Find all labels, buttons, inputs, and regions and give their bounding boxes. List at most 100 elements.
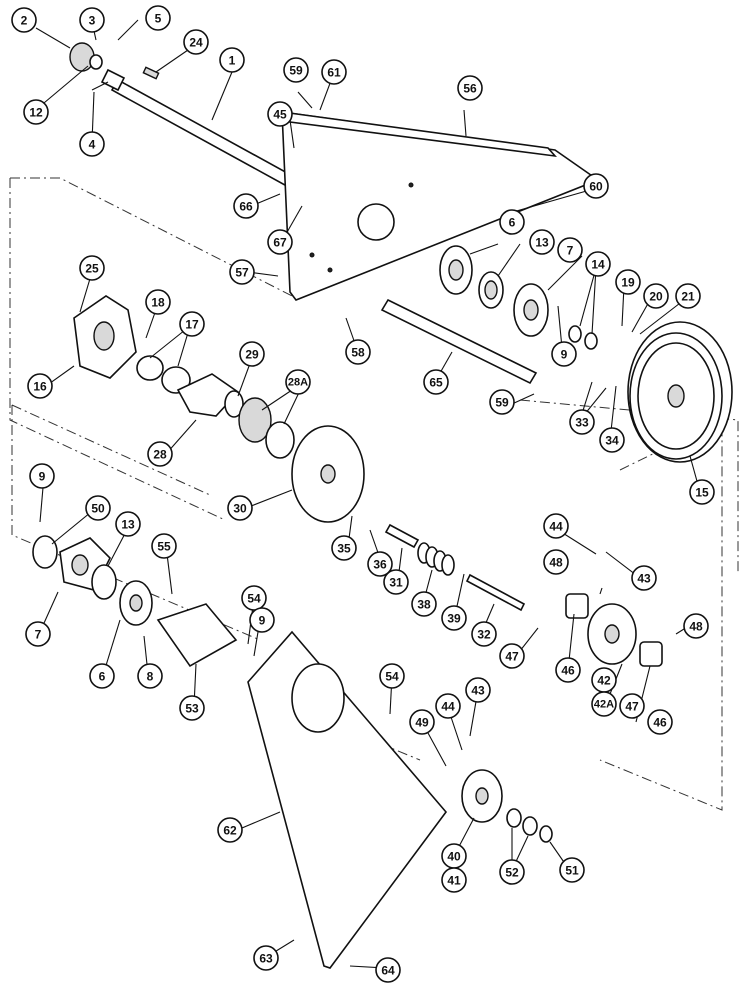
callout-label: 49 — [415, 716, 429, 730]
callout-label: 32 — [477, 628, 491, 642]
callout-9: 9 — [249, 607, 275, 633]
callout-3: 3 — [79, 7, 105, 33]
pinion-gear-part — [69, 42, 103, 72]
callout-67: 67 — [267, 229, 293, 255]
key-part-24 — [142, 66, 160, 80]
callout-label: 14 — [591, 258, 605, 272]
callout-56: 56 — [457, 75, 483, 101]
callout-39: 39 — [441, 605, 467, 631]
callout-6: 6 — [499, 209, 525, 235]
callout-label: 15 — [695, 486, 709, 500]
callout-label: 60 — [589, 180, 603, 194]
callout-label: 65 — [429, 376, 443, 390]
callout-label: 48 — [689, 620, 703, 634]
callout-54: 54 — [379, 663, 405, 689]
callout-label: 42 — [597, 674, 611, 688]
spring-part-38 — [417, 542, 455, 576]
callout-42: 42 — [591, 667, 617, 693]
disc-part-30 — [291, 425, 365, 523]
callout-label: 48 — [549, 556, 563, 570]
callout-2: 2 — [11, 7, 37, 33]
callout-45: 45 — [267, 101, 293, 127]
shaft-part — [100, 68, 302, 192]
callout-label: 38 — [417, 598, 431, 612]
callout-38: 38 — [411, 591, 437, 617]
callout-51: 51 — [559, 857, 585, 883]
washer-group-52-51 — [506, 808, 553, 843]
callout-label: 7 — [35, 628, 42, 642]
callout-21: 21 — [675, 283, 701, 309]
callout-59: 59 — [283, 57, 309, 83]
callout-label: 55 — [157, 540, 171, 554]
callout-28: 28 — [147, 441, 173, 467]
callout-7: 7 — [25, 621, 51, 647]
callout-52: 52 — [499, 859, 525, 885]
hub-part-16 — [73, 295, 137, 379]
dashed-boundary-lower — [11, 404, 723, 811]
callout-label: 9 — [561, 348, 568, 362]
callout-label: 51 — [565, 864, 579, 878]
clutch-part-28 — [176, 373, 244, 418]
callout-1: 1 — [219, 47, 245, 73]
callout-14: 14 — [585, 251, 611, 277]
callout-30: 30 — [227, 495, 253, 521]
callout-43: 43 — [465, 677, 491, 703]
callout-47: 47 — [619, 693, 645, 719]
callout-6: 6 — [89, 663, 115, 689]
callout-48: 48 — [683, 613, 709, 639]
callout-label: 33 — [575, 416, 589, 430]
callout-46: 46 — [647, 709, 673, 735]
callout-44: 44 — [543, 513, 569, 539]
callout-label: 25 — [85, 262, 99, 276]
callout-25: 25 — [79, 255, 105, 281]
callout-43: 43 — [631, 565, 657, 591]
callout-46: 46 — [555, 657, 581, 683]
callout-61: 61 — [321, 59, 347, 85]
callout-20: 20 — [643, 283, 669, 309]
callout-label: 28 — [153, 448, 167, 462]
pin-part-31 — [384, 523, 420, 549]
callout-32: 32 — [471, 621, 497, 647]
bushing-part-17 — [136, 355, 191, 394]
callout-label: 13 — [121, 518, 135, 532]
callout-41: 41 — [441, 867, 467, 893]
callout-53: 53 — [179, 695, 205, 721]
callout-label: 19 — [621, 276, 635, 290]
callout-9: 9 — [551, 341, 577, 367]
callout-29: 29 — [239, 341, 265, 367]
callout-label: 67 — [273, 236, 287, 250]
callout-label: 6 — [99, 670, 106, 684]
callout-label: 44 — [549, 520, 563, 534]
sprocket-part-42 — [587, 603, 637, 665]
callout-label: 2 — [21, 14, 28, 28]
callout-36: 36 — [367, 551, 393, 577]
clamp-part-46b — [639, 641, 663, 667]
callout-label: 34 — [605, 434, 619, 448]
callout-label: 40 — [447, 850, 461, 864]
callout-label: 9 — [39, 470, 46, 484]
callout-48: 48 — [543, 549, 569, 575]
callout-label: 54 — [385, 670, 399, 684]
dashed-boundary-upper — [9, 177, 739, 575]
callout-44: 44 — [435, 693, 461, 719]
callout-label: 36 — [373, 558, 387, 572]
callout-label: 41 — [447, 874, 461, 888]
callout-label: 42A — [594, 699, 614, 711]
callout-label: 43 — [637, 572, 651, 586]
callout-label: 47 — [625, 700, 639, 714]
callout-label: 6 — [509, 216, 516, 230]
callout-label: 54 — [247, 592, 261, 606]
callout-12: 12 — [23, 99, 49, 125]
lower-triangle-plate-part — [247, 630, 448, 969]
callout-label: 30 — [233, 502, 247, 516]
callout-65: 65 — [423, 369, 449, 395]
callout-label: 45 — [273, 108, 287, 122]
callout-label: 46 — [653, 716, 667, 730]
callout-label: 66 — [239, 200, 253, 214]
callout-7: 7 — [557, 237, 583, 263]
callout-17: 17 — [179, 311, 205, 337]
callout-label: 59 — [289, 64, 303, 78]
callout-50: 50 — [85, 495, 111, 521]
callout-9: 9 — [29, 463, 55, 489]
